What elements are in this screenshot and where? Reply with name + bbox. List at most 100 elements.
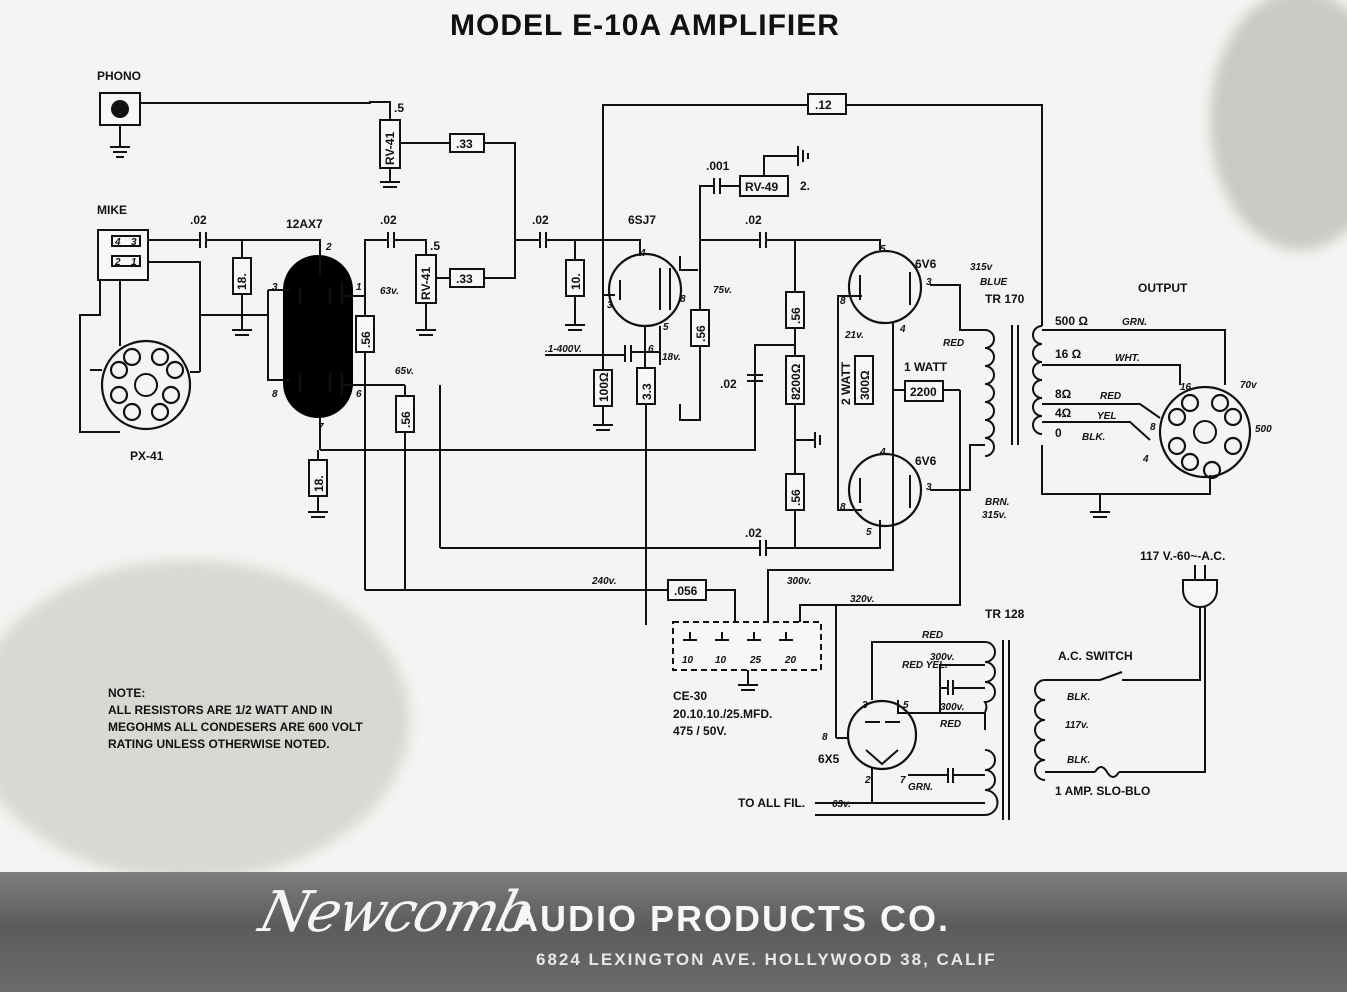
resistor-056-6sj7-plate: .56	[679, 295, 710, 421]
svg-text:8Ω: 8Ω	[1055, 387, 1072, 401]
output-socket-icon	[1158, 385, 1252, 480]
company-address: 6824 LEXINGTON AVE. HOLLYWOOD 38, CALIF	[536, 950, 997, 969]
resistor-056-plate2: .56	[395, 385, 415, 590]
resistor-056-6v6-grid2: .56	[785, 473, 805, 548]
svg-text:6: 6	[356, 389, 362, 400]
svg-text:8200Ω: 8200Ω	[789, 363, 803, 400]
blk-upper: BLK.	[1067, 692, 1090, 703]
output-label: OUTPUT	[1138, 281, 1188, 295]
svg-text:0: 0	[1055, 426, 1062, 440]
svg-text:.33: .33	[456, 137, 473, 151]
resistor-18-cathode: 18.	[308, 450, 328, 518]
svg-text:4: 4	[639, 248, 646, 259]
svg-text:3.3: 3.3	[640, 383, 654, 400]
svg-text:BLK.: BLK.	[1082, 432, 1105, 443]
resistor-300-cathode: 2 WATT 300Ω	[839, 355, 874, 405]
svg-text:300Ω: 300Ω	[858, 370, 872, 400]
svg-text:4: 4	[899, 324, 906, 335]
px41-input-socket	[90, 315, 201, 431]
note-line4: RATING UNLESS OTHERWISE NOTED.	[108, 737, 330, 751]
out-pin-8: 8	[1150, 422, 1156, 433]
resistor-33-screen: 3.3	[636, 367, 656, 590]
output-tap-16: 16 Ω WHT.	[1042, 347, 1181, 385]
one-watt-label: 1 WATT	[904, 360, 948, 374]
svg-text:2: 2	[114, 257, 121, 268]
resistor-033-top: .33	[449, 133, 485, 153]
svg-text:1: 1	[356, 282, 362, 293]
volt-63-fil: 63v.	[832, 799, 851, 810]
svg-text:2 WATT: 2 WATT	[839, 361, 853, 405]
volt-300-b: 300v.	[940, 702, 964, 713]
out-pin-4: 4	[1142, 454, 1149, 465]
volt-75: 75v.	[713, 285, 732, 296]
svg-text:RV-49: RV-49	[745, 180, 778, 194]
grn-label: GRN.	[908, 782, 933, 793]
svg-text:5: 5	[866, 527, 872, 538]
output-tap-500: 500 Ω GRN.	[1042, 314, 1226, 385]
tube-6v6-upper-label: 6V6	[915, 257, 937, 271]
filter-capacitor-ce30: 10 10 25 20	[672, 621, 822, 691]
output-tap-8: 8Ω RED	[1042, 387, 1161, 419]
cap-002-6sj7: .02	[532, 213, 549, 227]
rv41-label-1: RV-41	[383, 132, 397, 165]
resistor-10-grid: 10.	[565, 259, 585, 331]
volt-240: 240v.	[591, 576, 616, 587]
red-top-tr128: RED	[922, 630, 943, 641]
tube-6x5-label: 6X5	[818, 752, 840, 766]
svg-text:5: 5	[880, 244, 886, 255]
ce30-rating-1: 20.10.10./25.MFD.	[673, 707, 772, 721]
svg-text:7: 7	[900, 775, 906, 786]
svg-text:20: 20	[784, 655, 797, 666]
footer-band	[0, 872, 1347, 992]
pot-value-1: .5	[394, 101, 404, 115]
svg-text:6: 6	[648, 344, 654, 355]
resistor-012-feedback: .12	[807, 93, 847, 115]
svg-text:3: 3	[926, 277, 932, 288]
svg-text:.56: .56	[694, 325, 708, 342]
resistor-0056-dropping: .056	[667, 579, 707, 601]
svg-text:YEL: YEL	[1097, 411, 1116, 422]
volt-117: 117v.	[1065, 720, 1089, 731]
tube-12ax7-icon: 2 3 1 8 6 7	[272, 242, 362, 433]
resistor-8200-divider: 8200Ω	[785, 355, 821, 448]
note-line1: NOTE:	[108, 686, 145, 700]
svg-text:8: 8	[272, 389, 278, 400]
tone-pot-rv49: RV-49	[739, 146, 809, 197]
volt-300-a: 300v.	[930, 652, 954, 663]
cap-002-stage1: .02	[380, 213, 397, 227]
tr170-label: TR 170	[985, 292, 1025, 306]
svg-text:2: 2	[864, 775, 871, 786]
volume-pot-mike: RV-41	[415, 254, 437, 336]
power-transformer-tr128	[983, 640, 1046, 820]
svg-text:.56: .56	[359, 331, 373, 348]
svg-text:3: 3	[607, 300, 613, 311]
cap-002-lower-label: .02	[745, 526, 762, 540]
fuse-label: 1 AMP. SLO-BLO	[1055, 784, 1150, 798]
tr128-label: TR 128	[985, 607, 1025, 621]
pot-value-2: .5	[430, 239, 440, 253]
svg-text:3: 3	[862, 700, 868, 711]
note-line2: ALL RESISTORS ARE 1/2 WATT AND IN	[108, 703, 332, 717]
svg-text:16 Ω: 16 Ω	[1055, 347, 1082, 361]
cap-002-coupling-label: .02	[720, 377, 737, 391]
svg-text:.56: .56	[789, 307, 803, 324]
svg-text:10: 10	[715, 655, 727, 666]
out-pin-500: 500	[1255, 424, 1272, 435]
cap-01-400: .1-400V.	[545, 344, 582, 355]
svg-text:10.: 10.	[569, 273, 583, 290]
px41-label: PX-41	[130, 449, 164, 463]
svg-text:RV-41: RV-41	[419, 267, 433, 300]
company-name: AUDIO PRODUCTS CO.	[512, 898, 951, 939]
svg-text:18.: 18.	[312, 475, 326, 492]
svg-text:8: 8	[840, 296, 846, 307]
red-label-tr170: RED	[943, 338, 964, 349]
svg-text:.056: .056	[674, 584, 698, 598]
svg-text:8: 8	[822, 732, 828, 743]
tube-6v6-lower-icon: 4 8 3 5	[840, 447, 932, 538]
svg-text:.12: .12	[815, 98, 832, 112]
svg-text:10: 10	[682, 655, 694, 666]
svg-text:25: 25	[749, 655, 762, 666]
output-transformer-tr170	[984, 325, 1043, 457]
output-tap-0: 0 BLK.	[1041, 426, 1110, 518]
svg-text:GRN.: GRN.	[1122, 317, 1147, 328]
